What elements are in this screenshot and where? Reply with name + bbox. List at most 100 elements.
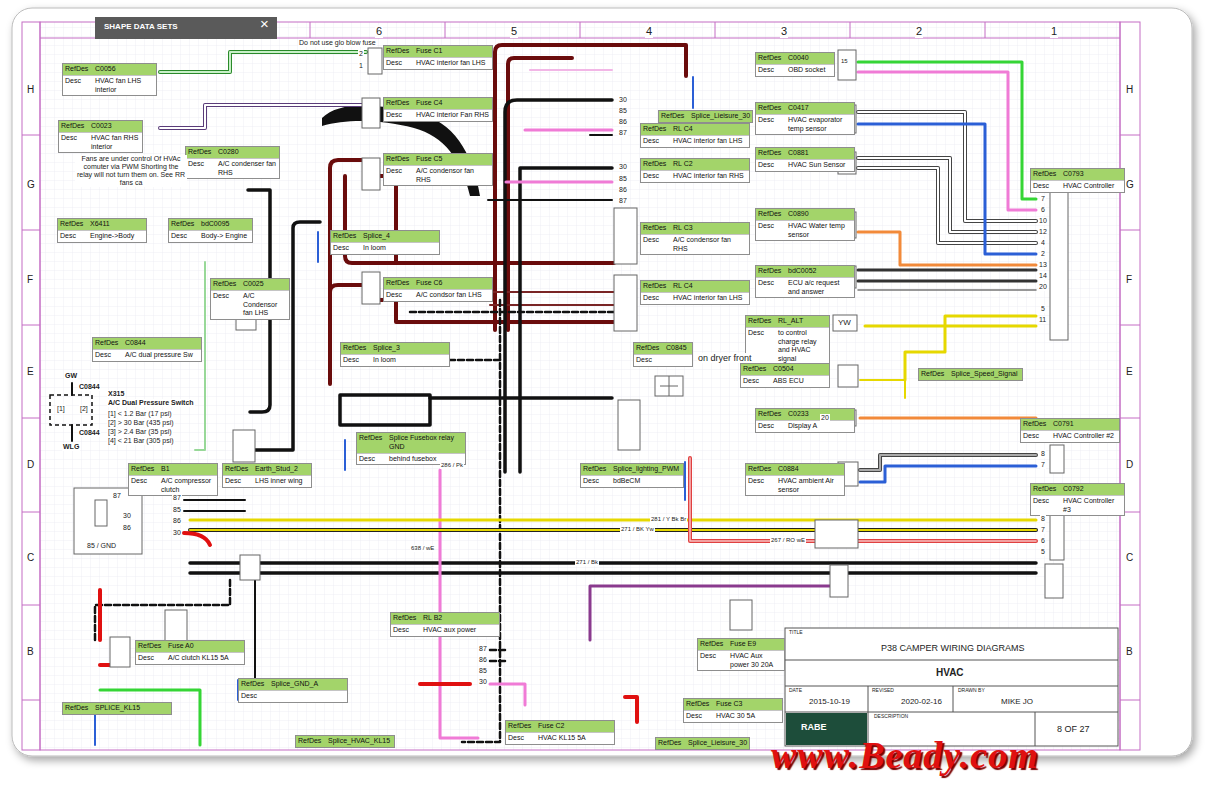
component-symbols [74, 48, 1068, 667]
refdes-row: RefDesRL C4 [641, 124, 749, 135]
refdes-box: RefDesRL C2DescHVAC interior fan RHS [640, 158, 750, 183]
refdes-row: RefDesRL_ALT [746, 316, 829, 327]
refdes-row: RefDesC0884 [746, 464, 844, 475]
desc-label: Desc [756, 160, 786, 171]
refdes-row: RefDesSplice_4 [331, 231, 439, 242]
pin-number: [1] [56, 405, 66, 413]
desc-text: ABS ECU [771, 376, 829, 387]
refdes-row: RefDesFuse E9 [698, 639, 784, 650]
refdes-label: RefDes [634, 343, 664, 354]
refdes-value: C0025 [241, 279, 289, 290]
desc-row: DescbdBeCM [581, 475, 683, 487]
desc-row: DescHVAC Controller #3 [1031, 495, 1124, 516]
wire-label: 638 / wE [410, 545, 435, 552]
refdes-value: C0504 [771, 364, 829, 375]
grid-ref: 1 [1050, 25, 1058, 38]
pin-number: 86 [122, 524, 132, 532]
refdes-value: Splice Fusebox relay GND [387, 433, 465, 453]
refdes-label: RefDes [756, 103, 786, 114]
pin-number: 86 [478, 656, 488, 664]
grid-ref: G [1125, 179, 1135, 191]
desc-label: Desc [129, 476, 159, 496]
desc-text: A/C condsor fan LHS [414, 290, 492, 301]
title-block-text: MIKE JO [1000, 697, 1034, 706]
refdes-value: Fuse C6 [414, 278, 492, 289]
pin-number: 85 [618, 175, 628, 183]
refdes-box: RefDesbdC0095DescBody-> Engine [168, 218, 253, 243]
title-block [785, 628, 1118, 746]
refdes-row: RefDesC0233 [756, 409, 854, 420]
refdes-row: RefDesC0417 [756, 103, 854, 114]
grid-ref: G [26, 179, 36, 191]
refdes-label: RefDes [756, 266, 786, 277]
refdes-box: RefDesRL C4DescHVAC interior fan LHS [640, 123, 750, 148]
desc-text: HVAC Aux power 30 20A [728, 651, 784, 671]
pin-number: 5 [1040, 305, 1046, 313]
refdes-box: RefDesRL_ALTDescto control charge relay … [745, 315, 830, 366]
refdes-value: Earth_Stud_2 [253, 464, 311, 475]
desc-row: Descto control charge relay and HVAC sig… [746, 327, 829, 365]
refdes-value: RL C4 [671, 281, 749, 292]
desc-label: Desc [698, 651, 728, 671]
refdes-label: RefDes [756, 409, 786, 420]
refdes-row: RefDesFuse A0 [136, 641, 244, 652]
desc-row: Desc [634, 354, 692, 366]
refdes-label: RefDes [756, 53, 786, 64]
refdes-value: C0845 [664, 343, 692, 354]
refdes-row: RefDesRL C4 [641, 281, 749, 292]
desc-label: Desc [641, 136, 671, 147]
refdes-value: Splice_HVAC_KL15 [326, 736, 394, 747]
pin-number: 86 [618, 186, 628, 194]
pin-number: 8 [1040, 450, 1046, 458]
switch-spec: [2] > 30 Bar (435 psi) [107, 419, 175, 427]
desc-text: HVAC evaporator temp sensor [786, 115, 854, 135]
refdes-box: RefDesC0890DescHVAC Water temp sensor [755, 208, 855, 241]
refdes-row: RefDesSplice_3 [341, 343, 449, 354]
pin-number: 87 [618, 129, 628, 137]
pin-number: 8 [1040, 515, 1046, 523]
desc-label: Desc [169, 231, 199, 242]
desc-text: to control charge relay and HVAC signal [776, 328, 829, 365]
refdes-value: Splice_Speed_Signal [949, 369, 1022, 380]
grid-ref: C [26, 552, 35, 564]
desc-text: In loom [371, 355, 449, 366]
refdes-row: RefDesEarth_Stud_2 [223, 464, 311, 475]
wire-label: 286 / Pk [440, 462, 464, 469]
grid-ref: 5 [510, 25, 518, 38]
grid-ref: D [1125, 459, 1134, 471]
desc-row: DescLHS inner wing [223, 475, 311, 487]
desc-text: HVAC ambient Air sensor [776, 476, 844, 496]
desc-row: Desc [239, 690, 347, 702]
desc-row: DescIn loom [331, 242, 439, 254]
grid-ref: 3 [780, 25, 788, 38]
refdes-label: RefDes [698, 639, 728, 650]
wire-label: 281 / Y Bk Br [650, 516, 687, 523]
desc-row: DescHVAC Controller #2 [1021, 430, 1119, 442]
refdes-label: RefDes [341, 343, 371, 354]
refdes-box: RefDesC0884DescHVAC ambient Air sensor [745, 463, 845, 496]
refdes-box: RefDesRL C4DescHVAC interior fan LHS [640, 280, 750, 305]
refdes-row: RefDesC0845 [634, 343, 692, 354]
pin-number: 2 [358, 50, 364, 58]
sheet-frame [12, 8, 1192, 756]
grid-ref: F [26, 274, 34, 286]
refdes-box: RefDesFuse C6DescA/C condsor fan LHS [383, 277, 493, 302]
refdes-value: Fuse C2 [536, 721, 614, 732]
refdes-value: bdC0052 [786, 266, 854, 277]
refdes-box: RefDesFuse E9DescHVAC Aux power 30 20A [697, 638, 785, 671]
desc-label: Desc [756, 278, 786, 298]
refdes-value: X6411 [88, 219, 146, 230]
refdes-row: RefDesC0890 [756, 209, 854, 220]
desc-label: Desc [641, 293, 671, 304]
logo: RABE [800, 722, 828, 732]
refdes-box: RefDesFuse C2DescHVAC KL15 5A [505, 720, 615, 745]
refdes-label: RefDes [59, 121, 89, 132]
refdes-label: RefDes [659, 111, 689, 122]
refdes-box: RefDesC0040DescOBD socket [755, 52, 835, 77]
pin-number: 13 [1038, 261, 1048, 269]
refdes-label: RefDes [296, 736, 326, 747]
desc-text: OBD socket [786, 65, 834, 76]
refdes-label: RefDes [186, 147, 216, 158]
pin-number: 15 [840, 58, 849, 65]
refdes-value: RL C3 [671, 223, 749, 234]
